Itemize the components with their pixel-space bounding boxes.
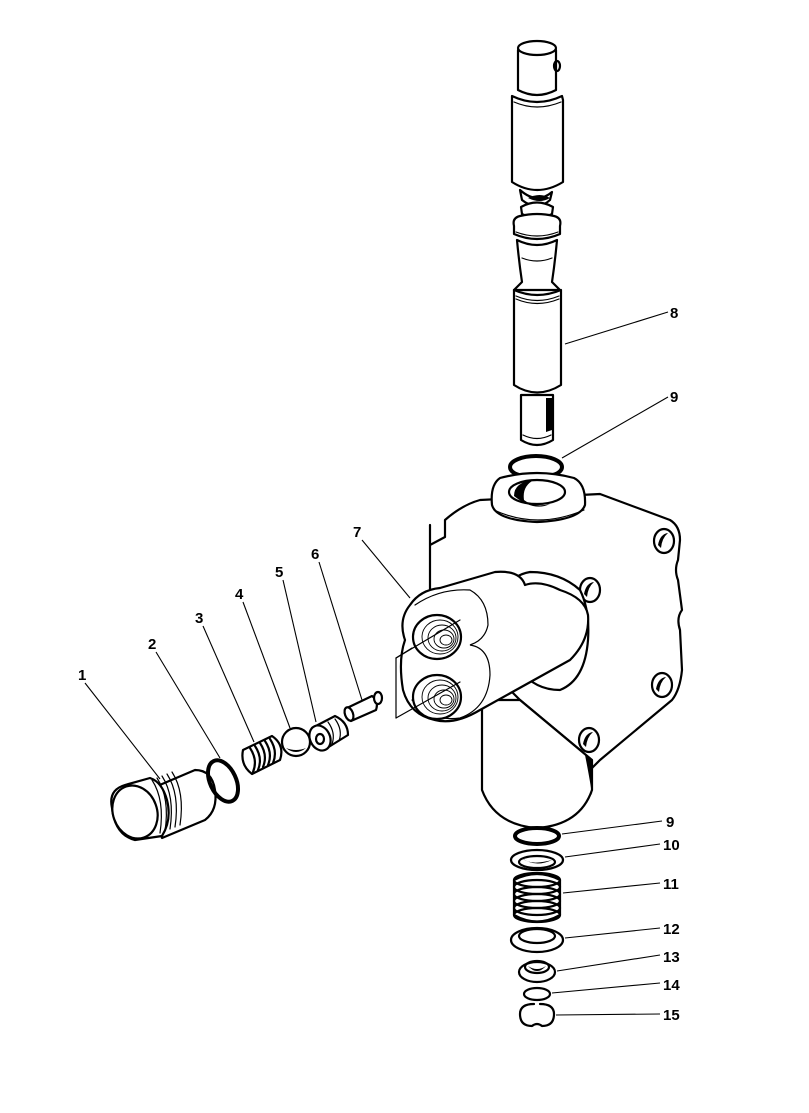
small-washer-part	[522, 986, 552, 1002]
callout-1: 1	[78, 667, 86, 684]
spring-part	[241, 734, 283, 776]
leader-lines	[84, 311, 669, 1016]
plug-threads	[151, 771, 182, 834]
pin-part	[343, 690, 384, 723]
port-thread-lower	[421, 679, 459, 715]
centering-spring-part	[512, 871, 562, 924]
callout-14: 14	[663, 977, 680, 994]
plug-part	[110, 768, 217, 842]
callout-9-upper: 9	[670, 389, 678, 406]
callout-9-lower: 9	[666, 814, 674, 831]
spring-retainer-part	[517, 959, 557, 984]
snap-ring-part	[518, 1002, 556, 1028]
callout-12: 12	[663, 921, 680, 938]
washer-part	[509, 848, 565, 872]
callout-8: 8	[670, 305, 678, 322]
callout-10: 10	[663, 837, 680, 854]
spool-part	[510, 39, 565, 447]
flange-bolt-holes	[577, 527, 676, 754]
o-ring-part	[205, 758, 241, 804]
callout-5: 5	[275, 564, 283, 581]
callout-7: 7	[353, 524, 361, 541]
callout-4: 4	[235, 586, 244, 603]
lower-o-ring-part	[513, 826, 561, 846]
valve-body-part	[395, 471, 684, 830]
callout-labels: 1 2 3 4 5 6 7 8 9 9 10 11 12 13 14 15	[78, 305, 680, 1024]
callout-6: 6	[311, 546, 319, 563]
callout-15: 15	[663, 1007, 680, 1024]
ball-part	[280, 726, 312, 758]
poppet-seat-part	[308, 714, 350, 752]
callout-2: 2	[148, 636, 156, 653]
spring-coils	[248, 737, 277, 774]
callout-3: 3	[195, 610, 203, 627]
centering-spring-coils	[512, 871, 562, 924]
callout-11: 11	[663, 876, 679, 893]
callout-13: 13	[663, 949, 680, 966]
spring-seat-part	[509, 926, 565, 954]
